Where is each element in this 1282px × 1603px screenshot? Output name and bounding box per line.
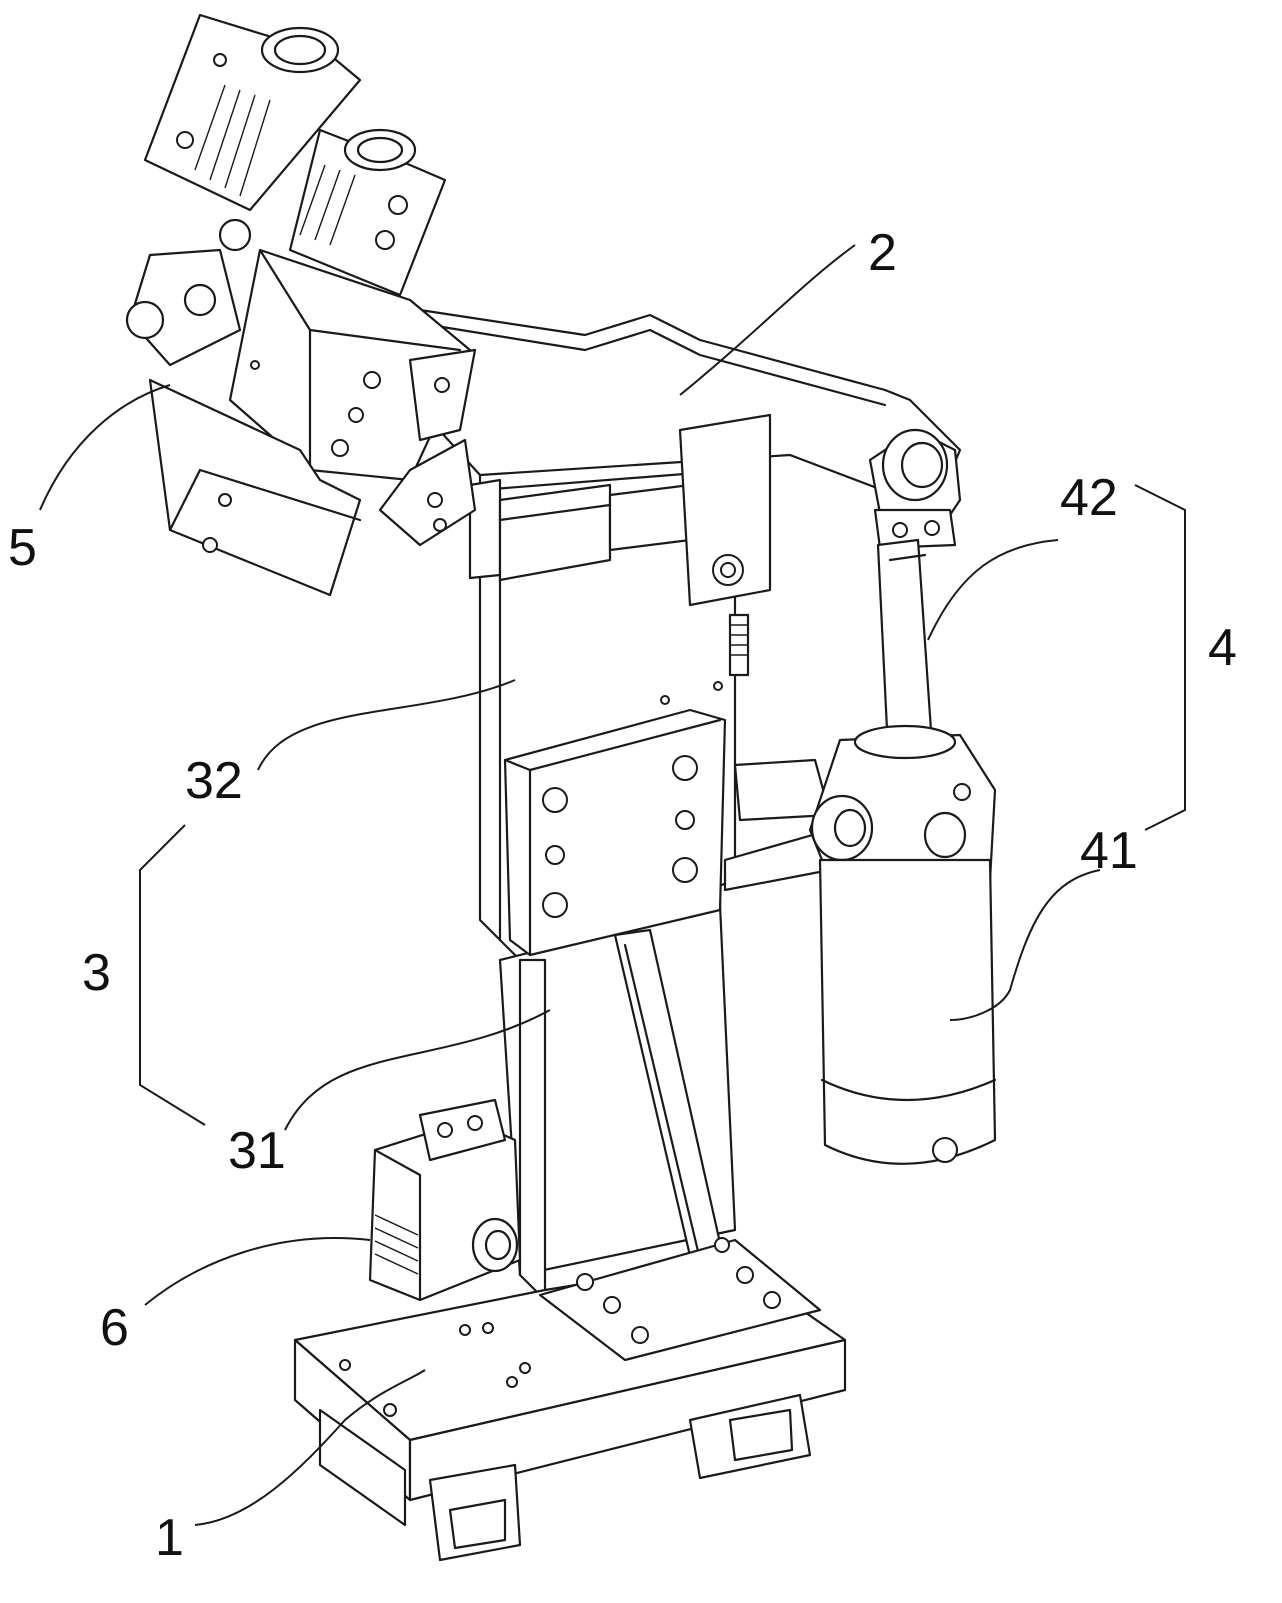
actuator-body-41 <box>820 860 995 1164</box>
bottom-cylinder-6 <box>370 1100 520 1300</box>
label-3: 3 <box>82 944 111 1002</box>
label-4: 4 <box>1208 619 1237 677</box>
leader-42 <box>928 540 1058 640</box>
label-42: 42 <box>1060 469 1118 527</box>
gripper-side-block <box>127 220 250 365</box>
label-5: 5 <box>8 519 37 577</box>
leader-32 <box>258 680 515 770</box>
label-41: 41 <box>1080 822 1138 880</box>
label-31: 31 <box>228 1122 286 1180</box>
actuator-rod-42 <box>878 540 932 750</box>
label-32: 32 <box>185 752 243 810</box>
leader-6 <box>145 1238 370 1305</box>
label-1: 1 <box>155 1509 184 1567</box>
bracket-3 <box>140 825 205 1125</box>
leader-5 <box>40 385 170 510</box>
label-6: 6 <box>100 1299 129 1357</box>
bracket-4 <box>1135 485 1185 830</box>
actuator-head <box>810 726 995 880</box>
label-2: 2 <box>868 224 897 282</box>
